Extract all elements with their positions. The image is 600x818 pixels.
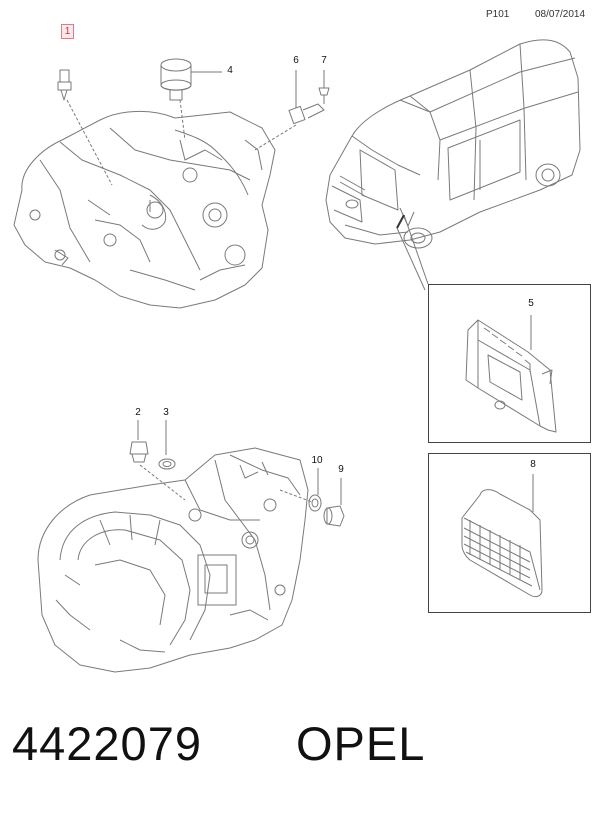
- callout-3[interactable]: 3: [163, 407, 169, 418]
- part-number: 4422079: [12, 717, 202, 770]
- part-7-bolt: [318, 70, 330, 104]
- van-illustration: [325, 39, 581, 249]
- lower-gearbox-housing: [37, 447, 309, 673]
- part-2-plug: [129, 420, 149, 463]
- callout-4[interactable]: 4: [227, 65, 233, 76]
- callout-5[interactable]: 5: [528, 298, 534, 309]
- callout-1[interactable]: 1: [61, 24, 74, 39]
- callout-9[interactable]: 9: [338, 464, 344, 475]
- part-6-sensor: [288, 70, 325, 125]
- brand-name: OPEL: [296, 717, 426, 770]
- part-8-module: [461, 474, 543, 598]
- callout-8[interactable]: 8: [530, 459, 536, 470]
- part-1-sensor: [57, 69, 72, 101]
- part-9-plug: [323, 478, 345, 527]
- page-date: 08/07/2014: [535, 9, 586, 20]
- callout-2[interactable]: 2: [135, 407, 141, 418]
- callout-10[interactable]: 10: [311, 455, 323, 466]
- page-code: P101: [486, 9, 510, 20]
- module-detail-frame: [428, 453, 591, 613]
- callout-7[interactable]: 7: [321, 55, 327, 66]
- callout-6[interactable]: 6: [293, 55, 299, 66]
- part-4-switch: [160, 58, 222, 101]
- part-10-seal: [308, 468, 322, 512]
- upper-gearbox-housing: [13, 110, 276, 309]
- ecu-detail-frame: [428, 284, 591, 443]
- part-3-seal: [158, 420, 176, 470]
- part-5-ecu: [465, 315, 557, 433]
